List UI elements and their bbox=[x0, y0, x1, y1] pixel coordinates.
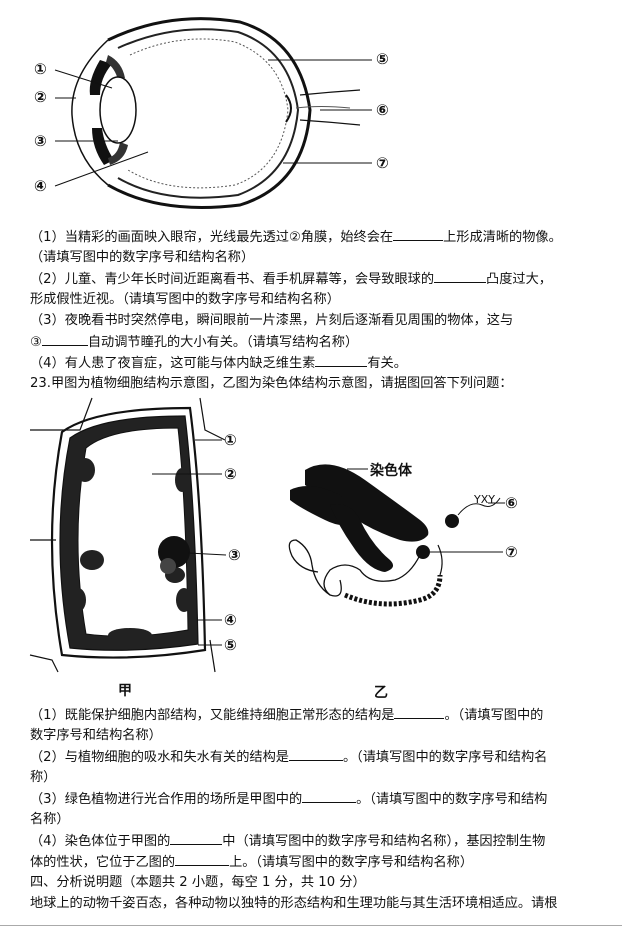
cell-label-1: ① bbox=[224, 431, 237, 449]
plant-cell-diagram bbox=[29, 397, 227, 673]
q22-p2-blank[interactable] bbox=[434, 269, 487, 283]
q22-p2-line1: （2）儿童、青少年长时间近距离看书、看手机屏幕等，会导致眼球的凸度过大， bbox=[30, 269, 552, 289]
chromosome-label: 染色体 bbox=[370, 463, 412, 479]
caption-jia: 甲 bbox=[118, 683, 132, 699]
cell-label-4: ④ bbox=[224, 611, 237, 629]
eye-label-2: ② bbox=[34, 88, 47, 106]
q23-p2-line2: 称） bbox=[30, 770, 57, 785]
q22-p3-line1: （3）夜晚看书时突然停电，瞬间眼前一片漆黑，片刻后逐渐看见周围的物体，这与 bbox=[30, 313, 514, 328]
q23-p4-blank-1[interactable] bbox=[170, 831, 223, 845]
q23-p4-line1: （4）染色体位于甲图的中（请填写图中的数字序号和结构名称），基因控制生物 bbox=[30, 831, 545, 851]
q23-p1-line1: （1）既能保护细胞内部结构，又能维持细胞正常形态的结构是。（请填写图中的 bbox=[30, 705, 543, 725]
chromosome-label-7: ⑦ bbox=[505, 543, 518, 561]
q22-p2-line2: 形成假性近视。（请填写图中的数字序号和结构名称） bbox=[30, 292, 340, 307]
q23-p4-line2: 体的性状，它位于乙图的上。（请填写图中的数字序号和结构名称） bbox=[30, 852, 473, 872]
eye-label-3: ③ bbox=[34, 132, 47, 150]
q22-p1-line1: （1）当精彩的画面映入眼帘，光线最先透过②角膜，始终会在上形成清晰的物像。 bbox=[30, 227, 562, 247]
q22-p3-blank[interactable] bbox=[41, 332, 88, 346]
page-bottom-rule bbox=[0, 925, 622, 926]
q23-p4-blank-2[interactable] bbox=[175, 852, 230, 866]
caption-yi: 乙 bbox=[374, 685, 388, 701]
q23-p1-line2: 数字序号和结构名称） bbox=[30, 728, 162, 743]
q23-p2-line1: （2）与植物细胞的吸水和失水有关的结构是。（请填写图中的数字序号和结构名 bbox=[30, 747, 547, 767]
q23-p3-blank[interactable] bbox=[302, 789, 357, 803]
q23-p3-line1: （3）绿色植物进行光合作用的场所是甲图中的。（请填写图中的数字序号和结构 bbox=[30, 789, 547, 809]
cell-label-3: ③ bbox=[228, 546, 241, 564]
eye-label-6: ⑥ bbox=[376, 101, 389, 119]
q22-p4-blank[interactable] bbox=[315, 353, 368, 367]
q22-p1-blank[interactable] bbox=[393, 227, 444, 241]
cell-label-2: ② bbox=[224, 465, 237, 483]
q23-p3-line2: 名称） bbox=[30, 812, 70, 827]
chromosome-label-6: ⑥ bbox=[505, 494, 518, 512]
eye-label-1: ① bbox=[34, 60, 47, 78]
section4-heading: 四、分析说明题（本题共 2 小题，每空 1 分，共 10 分） bbox=[30, 875, 366, 890]
q23-p2-blank[interactable] bbox=[288, 747, 343, 761]
eye-label-4: ④ bbox=[34, 177, 47, 195]
q23-stem: 23.甲图为植物细胞结构示意图，乙图为染色体结构示意图，请据图回答下列问题： bbox=[30, 376, 513, 391]
chromosome-diagram: YXY bbox=[288, 464, 505, 607]
section4-intro: 地球上的动物千姿百态，各种动物以独特的形态结构和生理功能与其生活环境相适应。请根 bbox=[30, 896, 558, 911]
eye-label-7: ⑦ bbox=[376, 154, 389, 172]
cell-label-5: ⑤ bbox=[224, 636, 237, 654]
q22-p1-line2: （请填写图中的数字序号和结构名称） bbox=[30, 250, 255, 265]
svg-text:YXY: YXY bbox=[473, 493, 495, 506]
q23-p1-blank[interactable] bbox=[394, 705, 445, 719]
eye-label-5: ⑤ bbox=[376, 50, 389, 68]
eye-diagram bbox=[54, 17, 372, 209]
q22-p4-line: （4）有人患了夜盲症，这可能与体内缺乏维生素有关。 bbox=[30, 353, 407, 373]
